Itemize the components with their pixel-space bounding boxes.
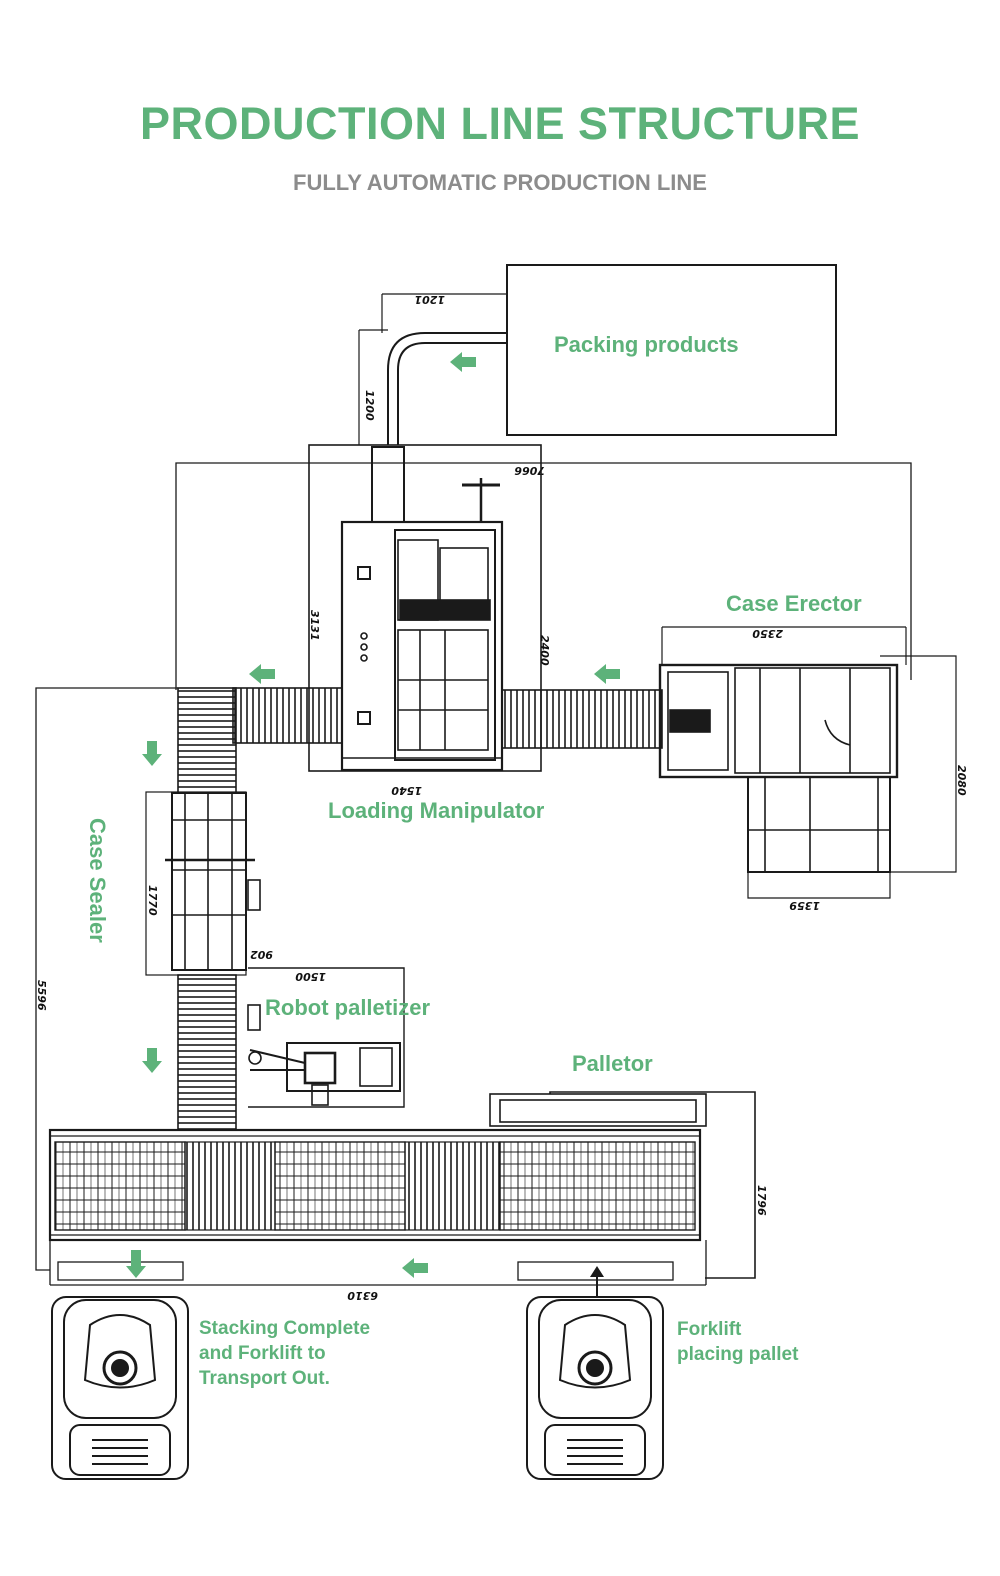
dim-1359: 1359 bbox=[789, 899, 820, 912]
outline-7066 bbox=[175, 462, 912, 690]
pallet-conveyor bbox=[48, 1128, 702, 1242]
forklift-icon bbox=[51, 1296, 189, 1480]
packing-products-box bbox=[506, 264, 837, 436]
flow-arrow-left-icon bbox=[402, 1258, 428, 1278]
loading-manipulator bbox=[308, 444, 542, 772]
page-title: PRODUCTION LINE STRUCTURE bbox=[140, 98, 860, 149]
flow-arrow-left-icon bbox=[249, 664, 275, 684]
dim-902: 902 bbox=[250, 948, 273, 961]
flow-arrow-left-icon bbox=[450, 352, 476, 372]
dim-2350: 2350 bbox=[752, 627, 783, 640]
conveyor-manipulator-to-sealer bbox=[232, 687, 343, 744]
case-erector bbox=[658, 626, 957, 899]
robot-palletizer bbox=[247, 967, 405, 1108]
outline-6310 bbox=[49, 1240, 707, 1286]
flow-arrows bbox=[126, 352, 620, 1278]
dim-2400: 2400 bbox=[538, 635, 551, 666]
dim-1796: 1796 bbox=[755, 1185, 768, 1216]
case-sealer bbox=[145, 791, 261, 976]
dim-5596: 5596 bbox=[35, 980, 48, 1011]
dim-6310: 6310 bbox=[347, 1289, 378, 1302]
dim-1500: 1500 bbox=[295, 970, 326, 983]
label-palletor: Palletor bbox=[572, 1051, 653, 1076]
palletor bbox=[489, 1091, 756, 1279]
dim-1201: 1201 bbox=[414, 293, 445, 306]
label-stacking-complete: Stacking Complete and Forklift to Transp… bbox=[199, 1318, 371, 1389]
conveyor-erector-to-manipulator bbox=[501, 689, 663, 749]
label-loading-manipulator: Loading Manipulator bbox=[328, 798, 545, 823]
flow-arrow-down-icon bbox=[126, 1250, 146, 1278]
dim-3131: 3131 bbox=[308, 610, 321, 641]
label-forklift-placing: Forklift placing pallet bbox=[677, 1319, 799, 1365]
dim-1770: 1770 bbox=[146, 885, 159, 916]
forklift-icon bbox=[526, 1296, 664, 1480]
flow-arrow-down-icon bbox=[142, 741, 162, 766]
conveyor-down-lower bbox=[177, 974, 237, 1131]
dim-1200: 1200 bbox=[363, 390, 376, 421]
label-case-sealer: Case Sealer bbox=[85, 818, 110, 943]
label-packing-products: Packing products bbox=[554, 332, 739, 357]
dim-1540: 1540 bbox=[391, 784, 422, 797]
feed-curve-conveyor bbox=[358, 293, 507, 445]
dim-2080: 2080 bbox=[955, 765, 968, 796]
dim-7066: 7066 bbox=[514, 464, 545, 477]
flow-arrow-down-icon bbox=[142, 1048, 162, 1073]
outline-5596 bbox=[35, 687, 178, 1271]
page-subtitle: FULLY AUTOMATIC PRODUCTION LINE bbox=[293, 170, 707, 195]
label-robot-palletizer: Robot palletizer bbox=[265, 995, 431, 1020]
label-case-erector: Case Erector bbox=[726, 591, 862, 616]
flow-arrow-left-icon bbox=[594, 664, 620, 684]
conveyor-down-upper bbox=[177, 687, 237, 794]
